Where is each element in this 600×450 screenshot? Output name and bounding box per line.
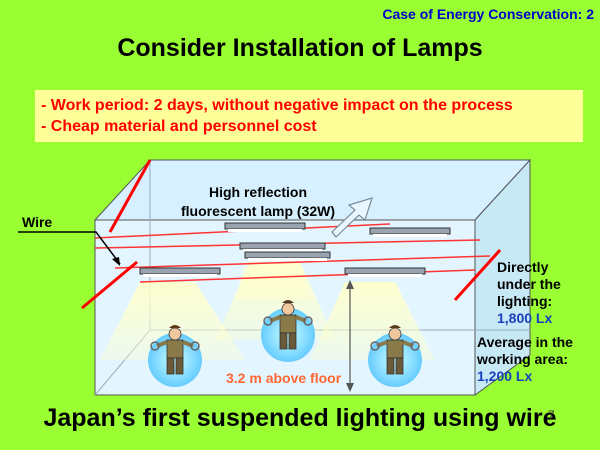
average-line1: Average in the — [477, 334, 573, 350]
lamps — [139, 222, 451, 277]
direct-lighting-label: Directly under the lighting: 1,800 Lx — [497, 259, 561, 327]
worker-figure — [368, 325, 422, 387]
room-diagram — [18, 158, 532, 396]
light-beams — [100, 262, 435, 360]
lamp-label-line1: High reflection — [208, 184, 307, 200]
average-value: 1,200 Lx — [477, 368, 533, 384]
height-label: 3.2 m above floor — [226, 370, 342, 386]
worker-figure — [261, 300, 315, 362]
notes-box: - Work period: 2 days, without negative … — [35, 90, 583, 142]
direct-line3: lighting: — [497, 293, 553, 309]
footer-caption: Japan’s first suspended lighting using w… — [43, 404, 557, 432]
lamp — [244, 251, 331, 261]
lamp-label: High reflection fluorescent lamp (32W) — [168, 183, 348, 221]
note-cost: - Cheap material and personnel cost — [41, 118, 317, 135]
lamp — [139, 267, 221, 277]
average-line2: working area: — [477, 351, 569, 367]
lamp — [369, 227, 451, 237]
wire-pointer — [18, 231, 121, 266]
lamp-arrow — [331, 197, 373, 238]
case-label: Case of Energy Conservation: 2 — [382, 6, 594, 22]
lamp — [224, 222, 306, 232]
wire-label: Wire — [22, 214, 53, 230]
average-lighting-label: Average in the working area: 1,200 Lx — [477, 334, 573, 385]
slide-title: Consider Installation of Lamps — [117, 34, 483, 62]
lamp-label-line2: fluorescent lamp (32W) — [180, 203, 336, 219]
direct-line2: under the — [497, 276, 561, 292]
note-work-period: - Work period: 2 days, without negative … — [41, 97, 513, 114]
worker-figure — [148, 325, 202, 387]
direct-value: 1,800 Lx — [497, 310, 553, 326]
direct-line1: Directly — [497, 259, 549, 275]
height-arrow — [346, 280, 354, 392]
page-number: 7 — [548, 408, 555, 422]
lamp — [239, 242, 326, 252]
lamp — [344, 267, 426, 277]
